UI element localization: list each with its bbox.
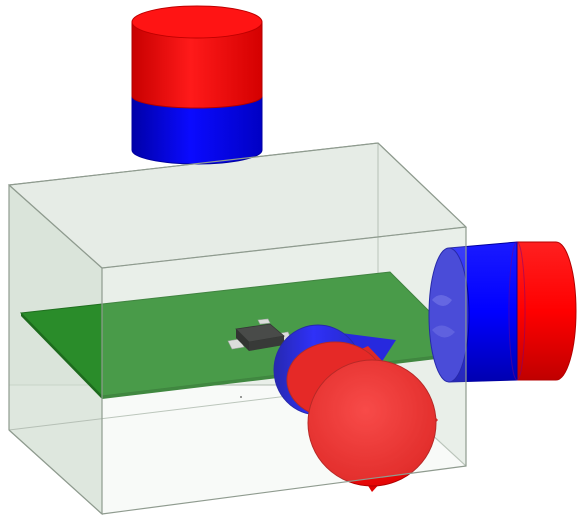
enclosure-front-face xyxy=(102,227,466,514)
top-magnet-cap xyxy=(132,6,262,38)
top-magnet xyxy=(132,6,262,164)
right-magnet-north-pole xyxy=(517,242,576,380)
